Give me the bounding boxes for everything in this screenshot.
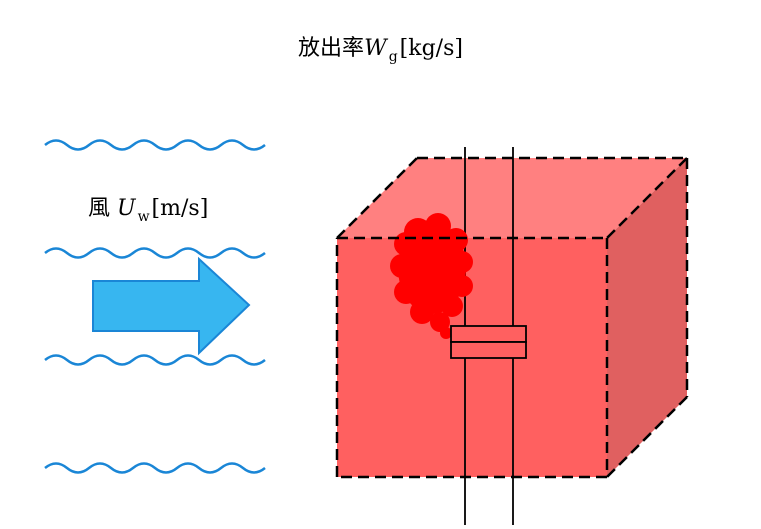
wave-line-1 [44, 139, 266, 151]
flange-lower [450, 341, 527, 359]
box-side-face [607, 158, 687, 477]
wind-waves [44, 139, 266, 474]
release-rate-subscript: g [388, 49, 398, 65]
release-rate-prefix: 放出率 [298, 36, 365, 61]
leak-plume [390, 213, 473, 339]
box-volume [337, 158, 687, 477]
wind-unit: [m/s] [151, 196, 209, 221]
wave-line-3 [44, 354, 266, 366]
release-rate-symbol: W [364, 36, 387, 61]
wind-arrow [92, 256, 251, 356]
flange [450, 325, 527, 359]
flange-upper [450, 325, 527, 343]
wind-prefix: 風 [88, 196, 111, 221]
release-rate-unit: [kg/s] [399, 36, 463, 61]
box-edges [335, 156, 689, 479]
wind-symbol: U [117, 196, 136, 221]
box-top-face [337, 158, 687, 238]
wind-subscript: w [137, 209, 150, 225]
wave-line-2 [44, 247, 266, 259]
wave-line-4 [44, 462, 266, 474]
